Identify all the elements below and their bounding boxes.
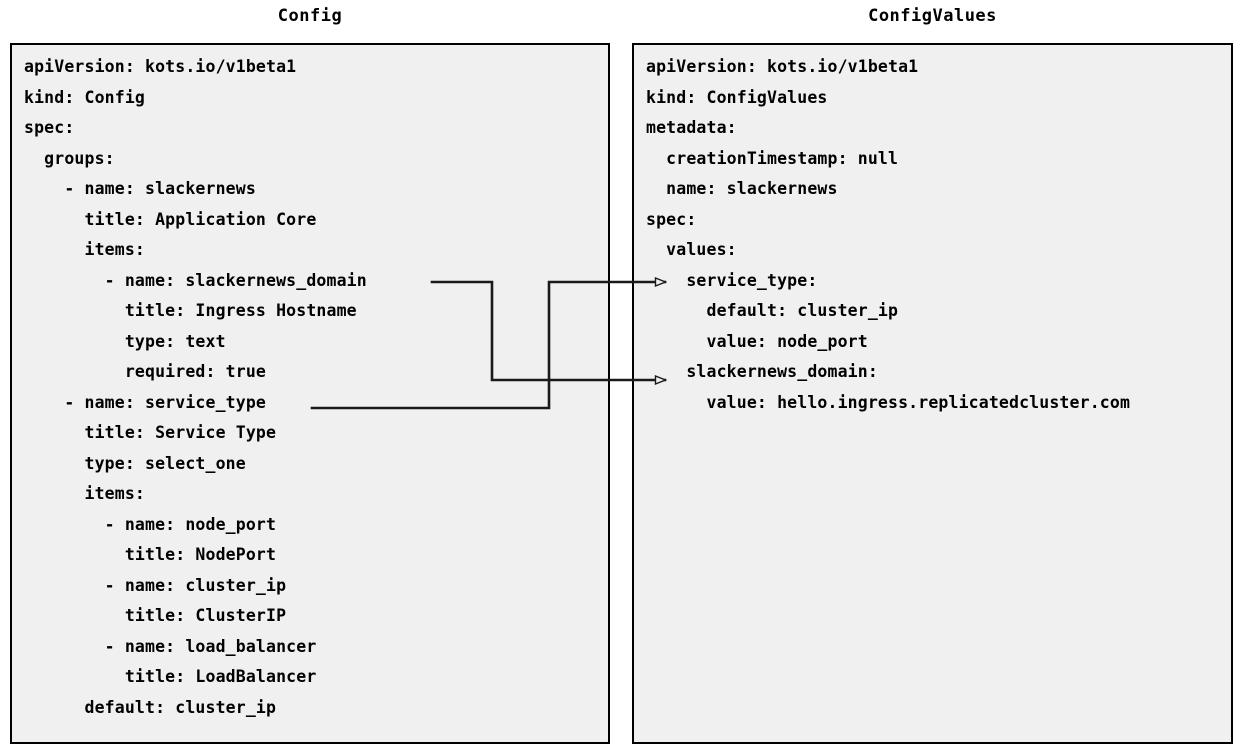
code-line: type: select_one	[24, 453, 246, 473]
code-line: default: cluster_ip	[646, 301, 899, 320]
code-line: kind: Config	[24, 87, 146, 107]
code-line: - name: service_type	[24, 392, 267, 412]
config-panel: apiVersion: kots.io/v1beta1 kind: Config s…	[10, 43, 610, 744]
code-line: - name: slackernews_domain	[24, 270, 367, 290]
code-line: - name: node_port	[24, 514, 277, 534]
code-line: creationTimestamp: null	[646, 148, 899, 168]
code-line: groups:	[24, 148, 115, 168]
code-line: name: slackernews	[646, 179, 838, 198]
code-line: values:	[646, 240, 737, 259]
code-line: apiVersion: kots.io/v1beta1	[24, 57, 297, 76]
code-line: title: Application Core	[24, 209, 317, 229]
code-line: required: true	[24, 362, 267, 381]
code-line: - name: load_balancer	[24, 636, 317, 656]
code-line: spec:	[646, 209, 697, 229]
code-line: type: text	[24, 331, 226, 351]
panel-title-configvalues: ConfigValues	[868, 6, 997, 26]
code-line: spec:	[24, 118, 75, 137]
code-line: slackernews_domain:	[646, 362, 878, 381]
code-line: title: LoadBalancer	[24, 667, 317, 686]
code-line: items:	[24, 240, 146, 259]
code-line: - name: slackernews	[24, 179, 256, 198]
code-line: value: node_port	[646, 331, 868, 351]
code-line: title: Service Type	[24, 423, 277, 442]
panel-title-config: Config	[277, 6, 343, 26]
code-line: title: ClusterIP	[24, 606, 287, 625]
code-line: kind: ConfigValues	[646, 87, 828, 107]
code-line: default: cluster_ip	[24, 697, 277, 717]
code-line: title: NodePort	[24, 545, 277, 564]
code-line: title: Ingress Hostname	[24, 301, 357, 320]
code-line: apiVersion: kots.io/v1beta1	[646, 57, 919, 76]
code-line: - name: cluster_ip	[24, 575, 287, 595]
configvalues-panel: apiVersion: kots.io/v1beta1 kind: ConfigV…	[632, 43, 1233, 744]
code-line: metadata:	[646, 118, 737, 137]
configvalues-yaml-block: apiVersion: kots.io/v1beta1 kind: ConfigV…	[646, 52, 1227, 418]
code-line: service_type:	[646, 270, 818, 290]
code-line: items:	[24, 484, 146, 503]
code-line: value: hello.ingress.replicatedcluster.c…	[646, 392, 1131, 412]
config-yaml-block: apiVersion: kots.io/v1beta1 kind: Config s…	[24, 52, 604, 723]
